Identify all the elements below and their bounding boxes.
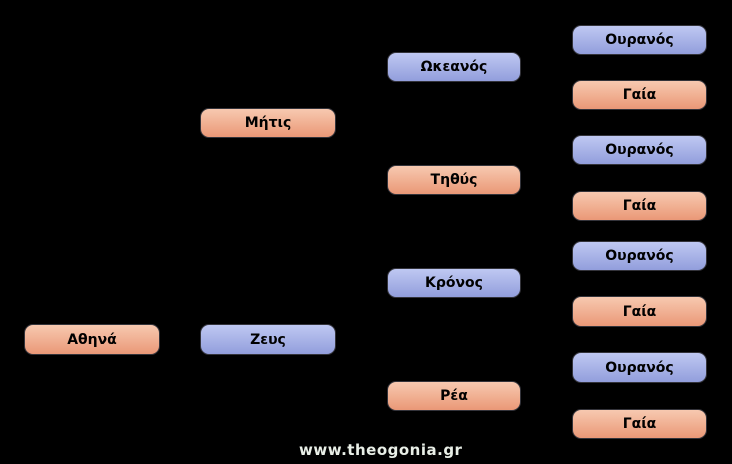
person-node[interactable]: Ουρανός <box>572 25 707 55</box>
person-node[interactable]: Τηθύς <box>387 165 521 195</box>
person-node[interactable]: Γαία <box>572 409 707 439</box>
person-node[interactable]: Γαία <box>572 296 707 327</box>
site-watermark: www.theogonia.gr <box>299 441 463 459</box>
person-node[interactable]: Γαία <box>572 191 707 221</box>
person-node[interactable]: Μήτις <box>200 108 336 138</box>
person-node[interactable]: Ζευς <box>200 324 336 355</box>
person-node[interactable]: Κρόνος <box>387 268 521 298</box>
person-node[interactable]: Ωκεανός <box>387 52 521 82</box>
person-node[interactable]: Ουρανός <box>572 135 707 165</box>
person-node[interactable]: Γαία <box>572 80 707 110</box>
person-node[interactable]: Ουρανός <box>572 241 707 271</box>
person-node[interactable]: Ουρανός <box>572 352 707 383</box>
person-node[interactable]: Αθηνά <box>24 324 160 355</box>
person-node[interactable]: Ρέα <box>387 381 521 411</box>
